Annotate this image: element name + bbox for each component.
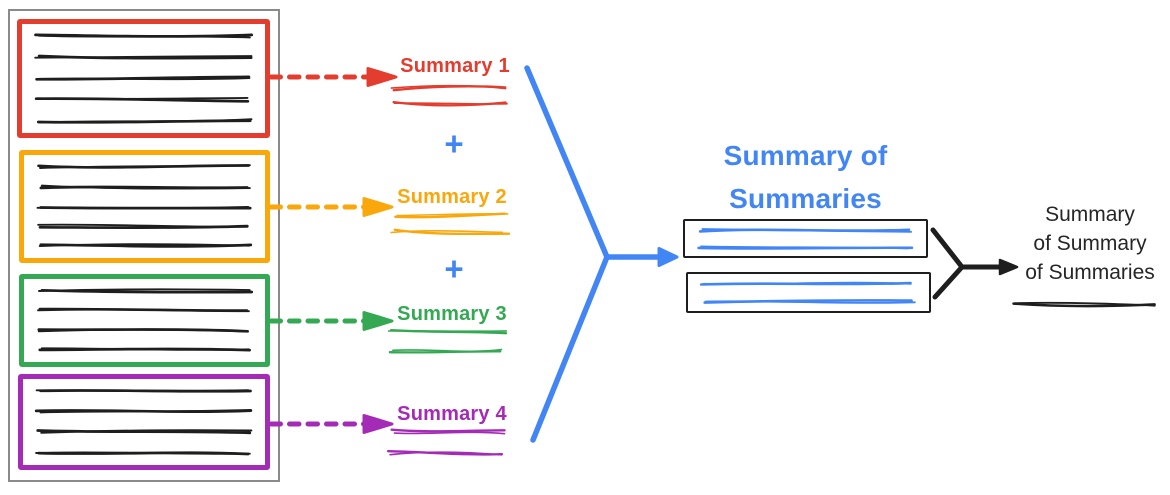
summary-1-scribble <box>390 84 508 107</box>
dashed-arrow-4-icon <box>268 414 394 434</box>
source-document-1 <box>17 19 270 138</box>
document-2-text-scribble <box>36 164 253 248</box>
summary-4-scribble <box>386 428 506 456</box>
final-summary-line3: of Summaries <box>1025 261 1155 284</box>
source-document-3 <box>19 274 270 367</box>
summary-2-scribble <box>390 212 511 236</box>
summary-of-summaries-scribble-2 <box>699 281 916 304</box>
summary-1-label: Summary 1 <box>400 55 510 77</box>
summary-of-summaries-box-2 <box>686 272 931 313</box>
source-document-4 <box>18 374 270 470</box>
summary-of-summaries-title-line2: Summaries <box>729 183 882 214</box>
summary-of-summaries-scribble-1 <box>697 228 914 250</box>
final-summary-line1: Summary <box>1045 203 1135 226</box>
summary-of-summaries-title-line1: Summary of <box>723 140 888 171</box>
final-merge-arrow-icon <box>930 227 1019 300</box>
summary-2-label: Summary 2 <box>397 186 507 208</box>
document-4-text-scribble <box>34 389 253 456</box>
merge-arrow-icon <box>524 65 679 443</box>
plus-sign-2: + <box>444 250 464 287</box>
summary-3-scribble <box>387 329 508 354</box>
dashed-arrow-2-icon <box>268 197 394 217</box>
summary-3-label: Summary 3 <box>397 303 507 325</box>
final-summary-label: Summary of Summary of Summaries <box>1005 200 1170 287</box>
document-1-text-scribble <box>34 33 254 124</box>
summary-4-label: Summary 4 <box>397 403 507 425</box>
summary-of-summaries-title: Summary of Summaries <box>683 134 928 220</box>
dashed-arrow-3-icon <box>268 311 394 331</box>
dashed-arrow-1-icon <box>268 67 398 87</box>
final-summary-line2: of Summary <box>1033 232 1147 255</box>
summary-of-summaries-box-1 <box>683 219 928 258</box>
source-document-2 <box>19 150 270 263</box>
final-summary-scribble <box>1012 301 1156 308</box>
document-3-text-scribble <box>37 288 254 352</box>
plus-sign-1: + <box>444 125 464 162</box>
